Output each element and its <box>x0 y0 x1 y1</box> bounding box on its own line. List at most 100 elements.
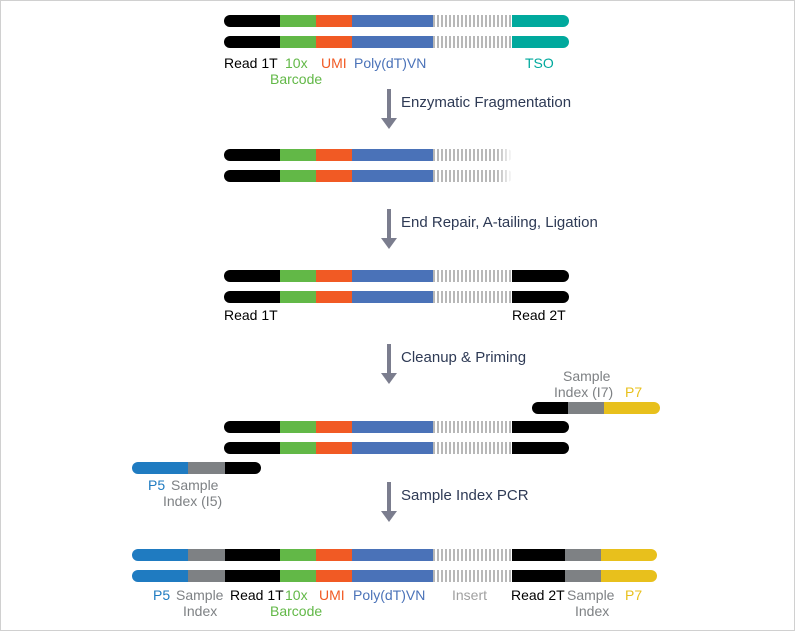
strand-segment-p5 <box>132 462 188 474</box>
label-barcode: Barcode <box>270 71 323 87</box>
label-index-i5: Index (I5) <box>163 493 223 509</box>
strand-segment-read <box>224 442 280 454</box>
label-index-i7: Index (I7) <box>554 384 614 400</box>
label-p7: P7 <box>625 384 643 400</box>
strand-segment-polydt <box>352 270 433 282</box>
strand-segment-tso <box>512 36 569 48</box>
strand-segment-umi <box>316 149 352 161</box>
strand-segment-insert <box>433 549 512 561</box>
label-sample: Sample <box>567 587 615 603</box>
strand-segment-umi <box>316 421 352 433</box>
label-read1: Read 1T <box>230 587 284 603</box>
strand-segment-tso <box>512 15 569 27</box>
label-p5: P5 <box>153 587 171 603</box>
strand-segment-sample_index <box>188 549 225 561</box>
strand-segment-polydt <box>352 170 433 182</box>
strand-segment-insert <box>433 15 512 27</box>
strand-segment-read <box>224 170 280 182</box>
strand-segment-insert <box>433 442 512 454</box>
strand-segment-umi <box>316 291 352 303</box>
strand-segment-polydt <box>352 442 433 454</box>
strand-segment-umi <box>316 549 352 561</box>
step-cleanup: Cleanup & Priming <box>401 349 527 366</box>
strand-segment-read <box>512 421 569 433</box>
label-polydt: Poly(dT)VN <box>354 55 427 71</box>
strand-segment-umi <box>316 570 352 582</box>
strand-segment-umi <box>316 170 352 182</box>
strand-segment-read <box>225 570 280 582</box>
label-barcode: Barcode <box>270 603 323 619</box>
strand-segment-umi <box>316 270 352 282</box>
strand-segment-read <box>512 291 569 303</box>
strand-segment-read <box>224 15 280 27</box>
arrow-down-icon <box>381 89 397 129</box>
strand-segment-polydt <box>352 549 433 561</box>
label-p5: P5 <box>148 477 166 493</box>
arrow-down-icon <box>381 209 397 249</box>
label-index: Index <box>575 603 610 619</box>
strand-segment-polydt <box>352 15 433 27</box>
strand-segment-insert <box>433 149 513 161</box>
label-read2: Read 2T <box>512 307 566 323</box>
strand-segment-sample_index <box>188 462 225 474</box>
strand-segment-polydt <box>352 36 433 48</box>
label-10x: 10x <box>285 587 308 603</box>
label-sample: Sample <box>171 477 219 493</box>
strand-segment-barcode <box>280 549 316 561</box>
strand-segment-sample_index <box>188 570 225 582</box>
strand-segment-barcode <box>280 291 316 303</box>
strand-segment-read <box>225 462 261 474</box>
step-fragmentation: Enzymatic Fragmentation <box>401 94 572 111</box>
strand-segment-sample_index <box>565 549 601 561</box>
label-10x: 10x <box>285 55 308 71</box>
strand-segment-insert <box>433 170 513 182</box>
strand-segment-barcode <box>280 442 316 454</box>
strand-segment-read <box>512 549 565 561</box>
strand-segment-read <box>224 421 280 433</box>
strand-segment-barcode <box>280 421 316 433</box>
strand-segment-read <box>512 442 569 454</box>
strand-segment-barcode <box>280 170 316 182</box>
strand-segment-read <box>532 402 568 414</box>
strand-segment-read <box>512 270 569 282</box>
strand-segment-read <box>224 36 280 48</box>
strand-segment-barcode <box>280 149 316 161</box>
strand-segment-p7 <box>601 570 657 582</box>
strand-segment-read <box>225 549 280 561</box>
strand-segment-barcode <box>280 15 316 27</box>
strand-segment-polydt <box>352 421 433 433</box>
label-polydt: Poly(dT)VN <box>353 587 426 603</box>
label-sample: Sample <box>563 368 611 384</box>
strand-segment-p7 <box>601 549 657 561</box>
strand-segment-barcode <box>280 36 316 48</box>
strand-segment-sample_index <box>568 402 604 414</box>
strand-segment-umi <box>316 36 352 48</box>
strand-segment-polydt <box>352 149 433 161</box>
step-sample-index-pcr: Sample Index PCR <box>401 487 529 504</box>
strand-segment-read <box>224 270 280 282</box>
step-end-repair: End Repair, A-tailing, Ligation <box>401 214 598 231</box>
strand-segment-umi <box>316 442 352 454</box>
arrow-down-icon <box>381 344 397 384</box>
strand-segment-p5 <box>132 570 188 582</box>
label-p7: P7 <box>625 587 643 603</box>
label-read2: Read 2T <box>511 587 565 603</box>
strand-segment-umi <box>316 15 352 27</box>
label-sample: Sample <box>176 587 224 603</box>
strand-segment-insert <box>433 570 512 582</box>
strand-segment-p5 <box>132 549 188 561</box>
label-umi: UMI <box>321 55 347 71</box>
strand-segment-insert <box>433 421 512 433</box>
strand-segment-insert <box>433 270 512 282</box>
strand-segment-polydt <box>352 570 433 582</box>
label-read1: Read 1T <box>224 307 278 323</box>
label-tso: TSO <box>525 55 554 71</box>
strand-segment-read <box>512 570 565 582</box>
strand-segment-barcode <box>280 570 316 582</box>
strand-segment-insert <box>433 36 512 48</box>
arrow-down-icon <box>381 482 397 522</box>
strand-segment-barcode <box>280 270 316 282</box>
label-insert: Insert <box>452 587 488 603</box>
label-umi: UMI <box>319 587 345 603</box>
